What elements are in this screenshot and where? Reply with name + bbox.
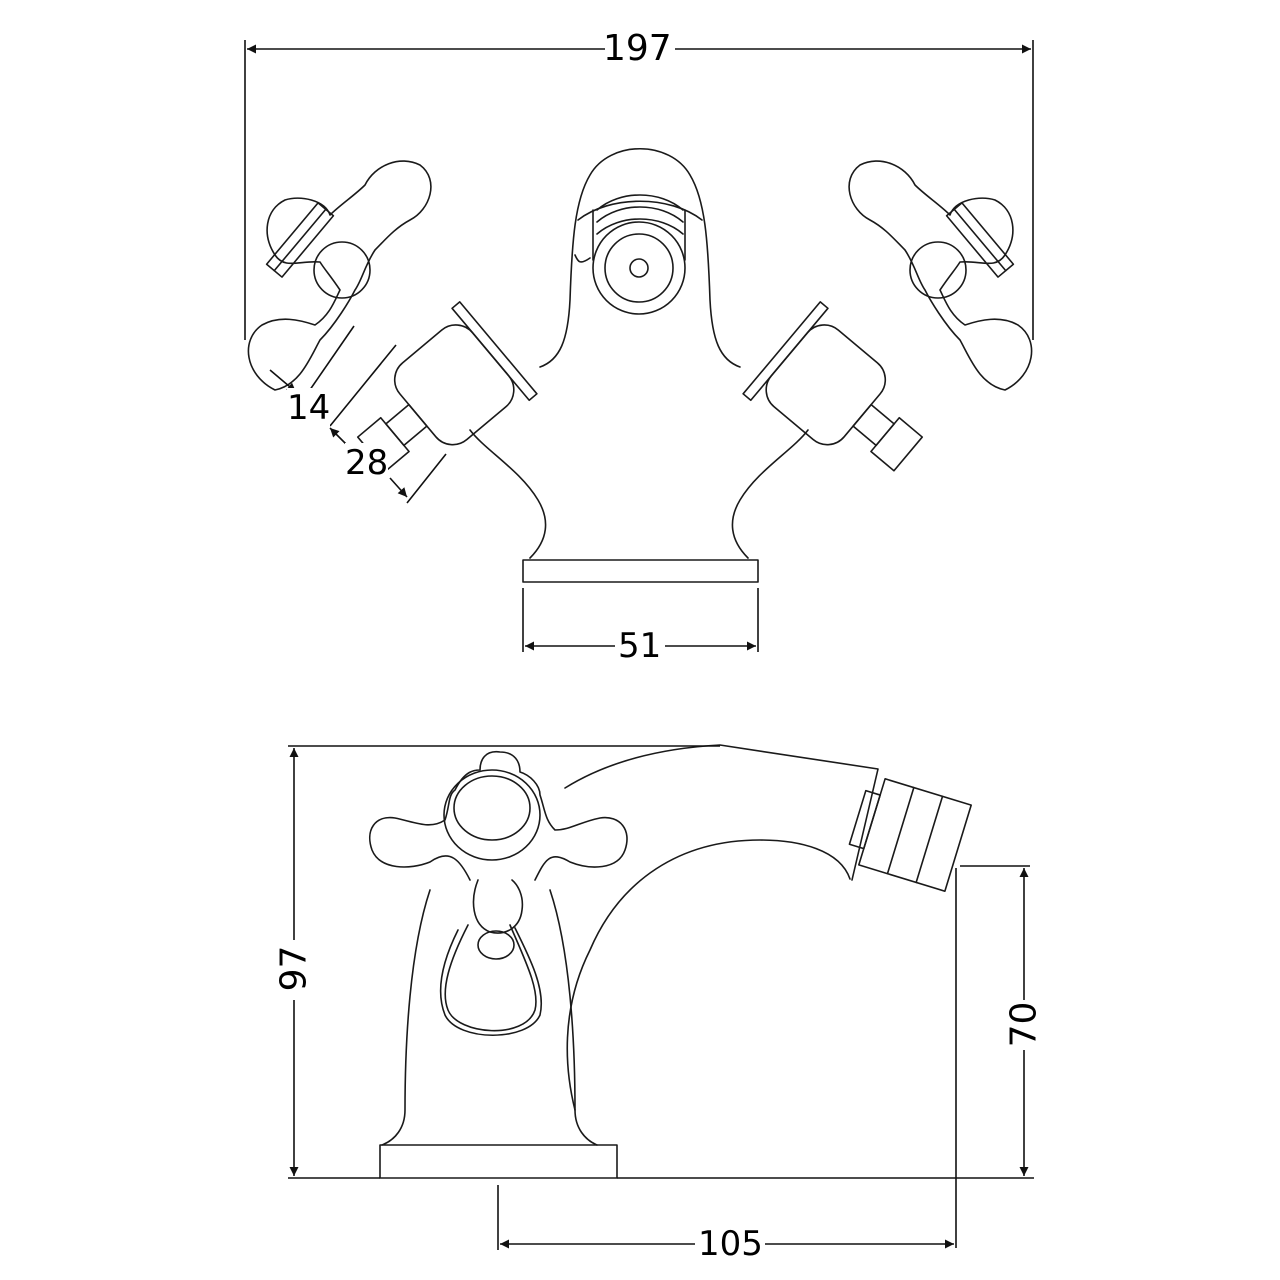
- label-spout-height: 70: [1003, 1001, 1045, 1048]
- tap-body-side: [379, 744, 879, 1179]
- dimension-spout-reach: [497, 1185, 954, 1250]
- spray-nozzle: [848, 778, 972, 892]
- label-valve-offset: 28: [345, 443, 389, 483]
- tap-body-front: [469, 147, 809, 583]
- side-view: [288, 744, 1034, 1250]
- label-spout-reach: 105: [698, 1224, 763, 1264]
- cross-handle-side[interactable]: [369, 750, 628, 960]
- label-handle-offset: 14: [287, 388, 331, 428]
- dimension-overall-height: [288, 745, 1034, 1179]
- dimension-base-width: [522, 588, 759, 652]
- front-view: [244, 40, 1034, 652]
- left-handle-front[interactable]: [247, 160, 538, 500]
- dimension-overall-width: [244, 40, 1034, 340]
- label-overall-width: 197: [603, 28, 672, 69]
- dimension-spout-height: [955, 865, 1030, 1248]
- right-handle-front[interactable]: [742, 160, 1033, 500]
- label-base-width: 51: [618, 626, 662, 666]
- label-overall-height: 97: [273, 945, 315, 992]
